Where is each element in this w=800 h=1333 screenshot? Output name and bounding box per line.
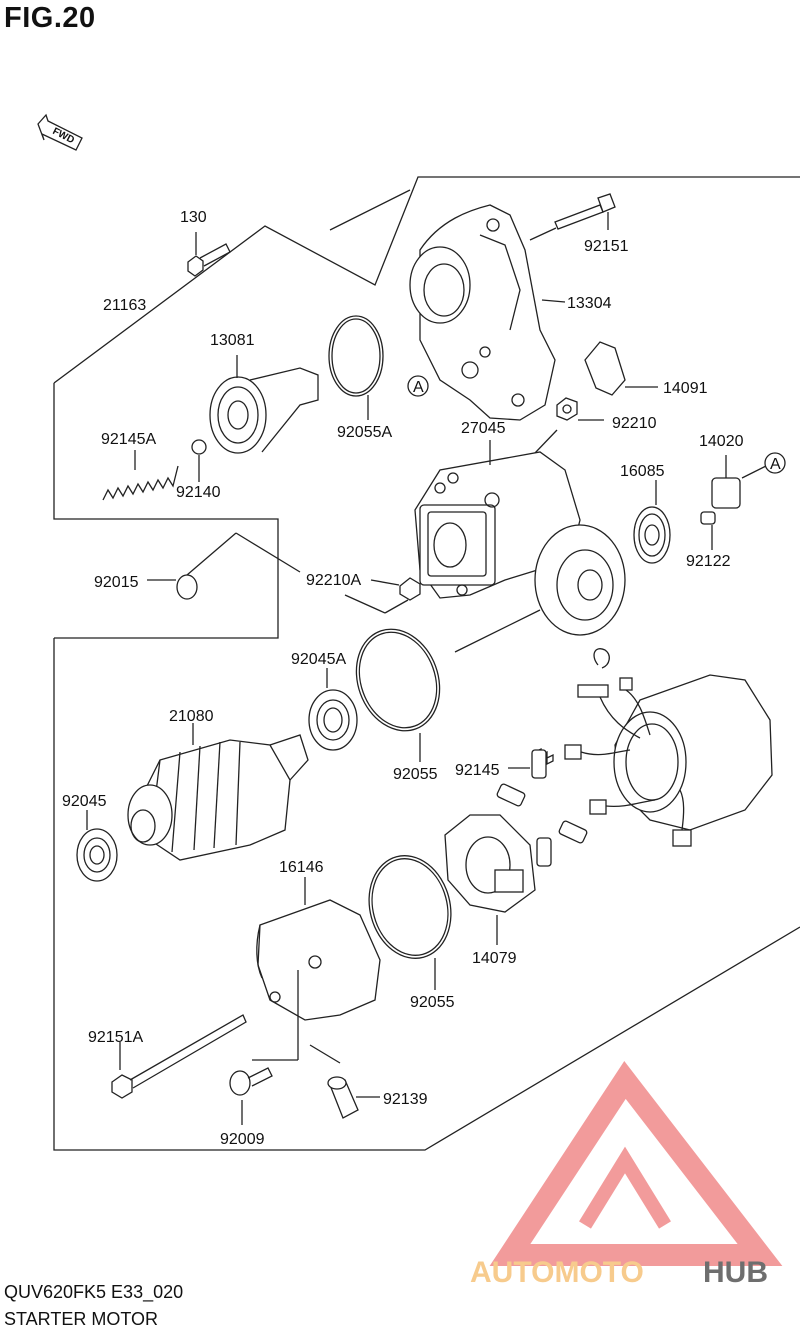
part-label-92210A: 92210A [306, 572, 361, 589]
part-label-92151: 92151 [584, 238, 629, 255]
part-label-92055-upper: 92055 [393, 766, 438, 783]
yoke-field-coil [564, 648, 773, 847]
part-label-92055-lower: 92055 [410, 994, 455, 1011]
pin-92122 [700, 511, 716, 550]
bearing-92045A [308, 668, 358, 751]
bolt-92151A [111, 1014, 247, 1099]
oring-92055A [328, 315, 384, 420]
part-label-16085: 16085 [620, 463, 665, 480]
ref-marker-a-left-label: A [413, 379, 424, 396]
logo-text-hub: HUB [703, 1256, 768, 1289]
nut-92015 [147, 532, 301, 600]
part-label-27045: 27045 [461, 420, 506, 437]
part-label-92145A: 92145A [101, 431, 156, 448]
ref-marker-a-right-label: A [770, 456, 781, 473]
oring-92055-lower [368, 855, 452, 990]
part-label-92140: 92140 [176, 484, 221, 501]
fwd-arrow-icon: FWD [37, 113, 83, 151]
part-label-21163: 21163 [103, 297, 146, 314]
upper-group-outline [53, 176, 800, 639]
part-label-13081: 13081 [210, 332, 255, 349]
part-label-92055A: 92055A [337, 424, 392, 441]
ref-marker-a-right [764, 452, 786, 474]
nut-92210A [344, 577, 421, 614]
part-label-92045: 92045 [62, 793, 107, 810]
gear-13081 [209, 355, 319, 454]
part-label-14020: 14020 [699, 433, 744, 450]
section-name: STARTER MOTOR [4, 1309, 159, 1329]
ref-marker-a-left [407, 375, 429, 397]
part-label-14079: 14079 [472, 950, 517, 967]
brush-holder-14079 [444, 814, 536, 945]
part-label-130: 130 [180, 209, 207, 226]
part-label-92045A: 92045A [291, 651, 346, 668]
end-frame [454, 524, 626, 653]
lower-group-outline [53, 638, 800, 1151]
part-label-92151A: 92151A [88, 1029, 143, 1046]
model-code: QUV620FK5 E33_020 [4, 1282, 184, 1302]
part-label-16146: 16146 [279, 859, 324, 876]
rear-cover-16146 [256, 877, 381, 1021]
part-label-14091: 14091 [663, 380, 708, 397]
part-label-92015: 92015 [94, 574, 139, 591]
springs-92145 [496, 747, 588, 867]
housing-13304 [409, 204, 566, 421]
part-label-13304: 13304 [567, 295, 612, 312]
part-label-92210: 92210 [612, 415, 657, 432]
oring-92055-upper [355, 628, 441, 762]
part-label-92139: 92139 [383, 1091, 428, 1108]
screw-92009 [229, 970, 341, 1125]
bush-92139 [327, 1076, 380, 1119]
logo-text-automoto: AUTOMOTO [470, 1256, 644, 1289]
clip-92140 [191, 439, 207, 482]
automotohub-logo: AUTOMOTO HUB [470, 1061, 783, 1289]
clutch-14020 [711, 455, 767, 509]
armature-21080 [127, 723, 309, 861]
part-label-92009: 92009 [220, 1131, 265, 1148]
part-label-21080: 21080 [169, 708, 214, 725]
part-label-92145: 92145 [455, 762, 500, 779]
spring-92145A [102, 450, 179, 501]
boot-14091 [584, 341, 658, 396]
part-label-92122: 92122 [686, 553, 731, 570]
gear-16085 [633, 480, 671, 564]
bearing-92045 [76, 810, 118, 882]
figure-title: FIG.20 [4, 2, 96, 34]
bolt-130 [187, 232, 231, 277]
bolt-92151 [529, 193, 616, 241]
